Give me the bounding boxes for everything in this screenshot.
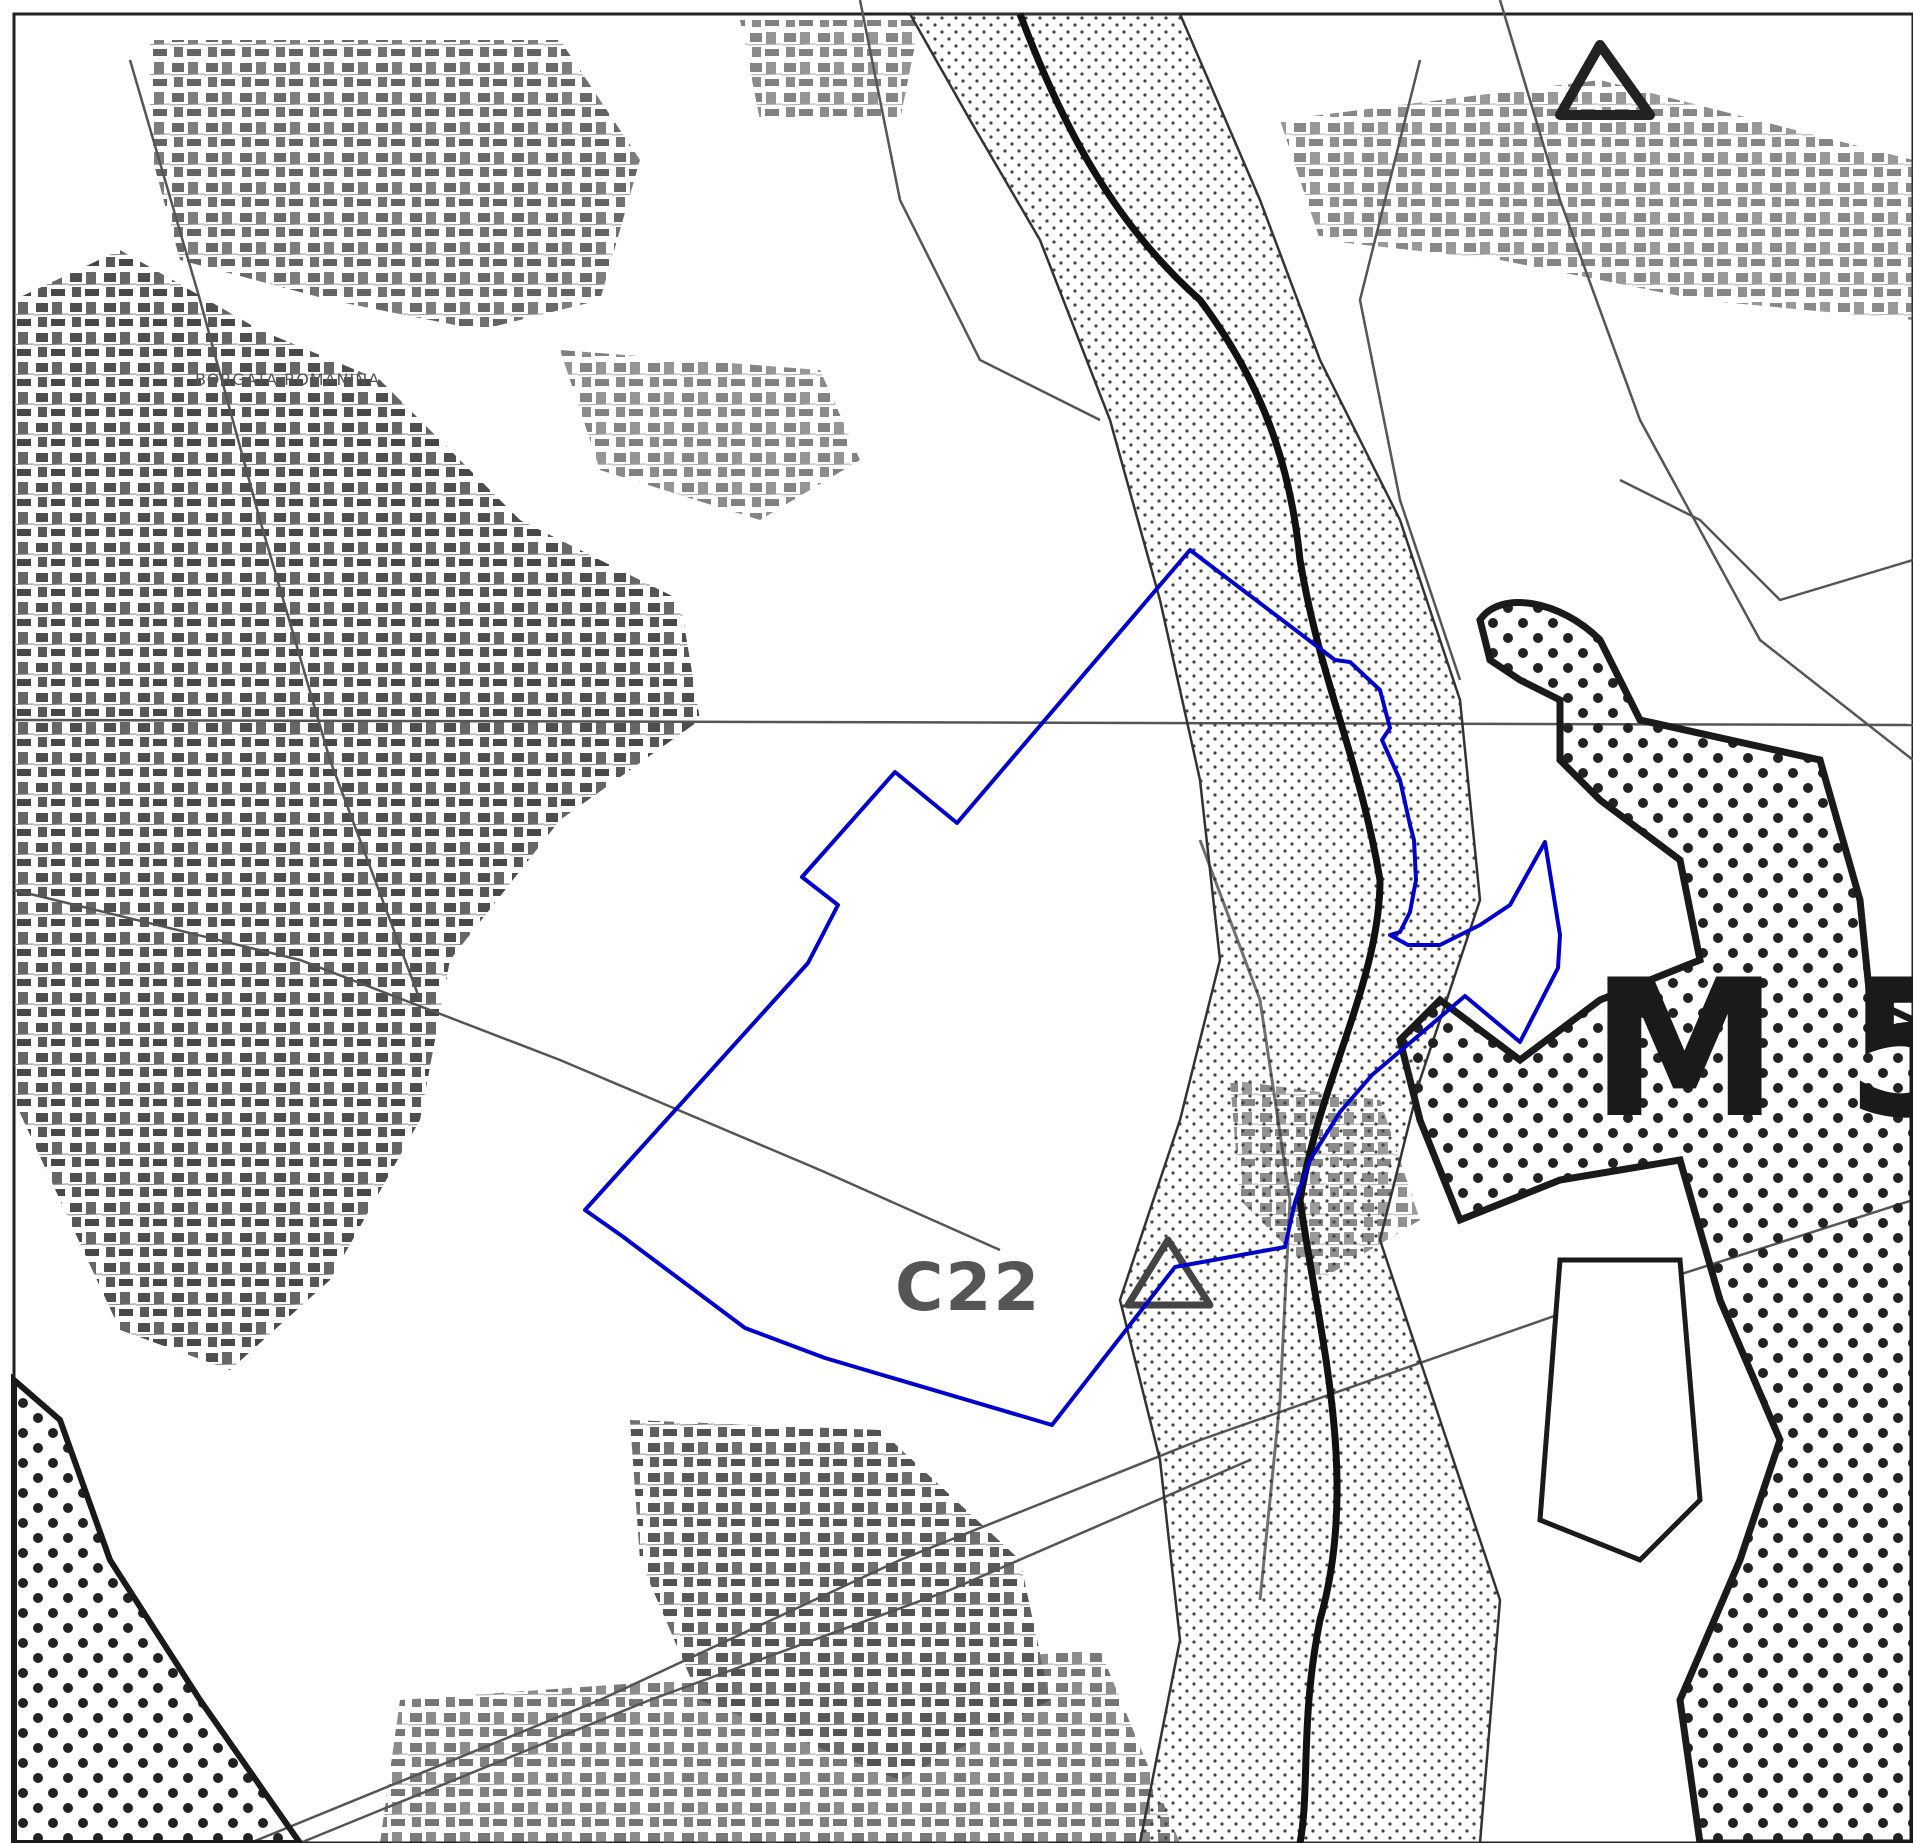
road-network: [13, 0, 1913, 1843]
triangle-symbol: [1555, 40, 1655, 120]
urban-area-northeast: [1280, 80, 1913, 320]
planning-boundary[interactable]: [583, 548, 1562, 1427]
zone-big-label: M 58: [1590, 939, 1913, 1160]
protected-zone-southwest: [11, 1373, 304, 1843]
zone-code-label: C22: [895, 1249, 1041, 1326]
locality-label: BORGATA ROMANINA: [195, 370, 380, 389]
protected-zone-east: [1396, 599, 1913, 1843]
urban-area-west: [14, 20, 920, 1370]
triangle-symbol: [1124, 1236, 1214, 1309]
river-corridor: [907, 12, 1502, 1843]
